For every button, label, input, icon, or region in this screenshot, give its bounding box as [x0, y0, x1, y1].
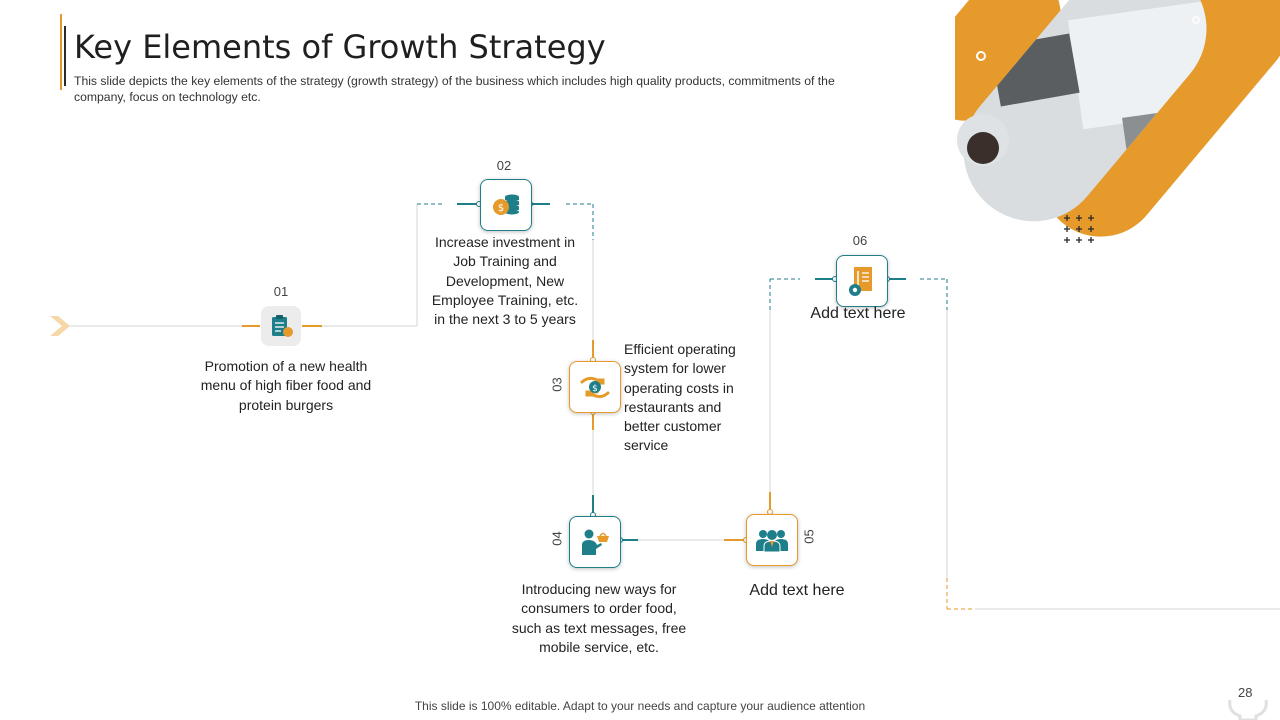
plus-pattern-decoration [1063, 214, 1095, 244]
step-text-05: Add text here [749, 582, 845, 599]
person-basket-icon [582, 529, 609, 555]
document-gear-icon [849, 267, 872, 296]
svg-text:$: $ [592, 384, 598, 394]
step-number-02: 02 [496, 158, 512, 173]
step-icon-box-03[interactable]: $ [569, 361, 621, 413]
step-text-02: Increase investment in Job Training and … [431, 234, 579, 328]
step-text-03: Efficient operating system for lower ope… [624, 341, 736, 454]
step-text-01: Promotion of a new health menu of high f… [200, 358, 372, 413]
step-number-06: 06 [852, 233, 868, 248]
svg-text:$: $ [498, 203, 504, 214]
step-text-04: Introducing new ways for consumers to or… [511, 581, 687, 655]
step-icon-box-01[interactable] [261, 306, 301, 346]
hands-logo-icon [1228, 699, 1268, 720]
step-number-04: 04 [549, 531, 565, 546]
step-icon-box-04[interactable] [569, 516, 621, 568]
step-text-06: Add text here [810, 305, 906, 322]
step-number-05: 05 [801, 529, 817, 544]
clipboard-icon [272, 315, 293, 337]
hand-money-icon: $ [580, 376, 610, 399]
step-number-03: 03 [549, 377, 565, 392]
title-accent-bar [60, 14, 62, 90]
coins-icon: $ [493, 194, 519, 215]
step-number-01: 01 [273, 284, 289, 299]
page-title: Key Elements of Growth Strategy [74, 28, 606, 66]
footer-note: This slide is 100% editable. Adapt to yo… [414, 699, 866, 713]
step-icon-box-02[interactable]: $ [480, 179, 532, 231]
step-icon-box-05[interactable] [746, 514, 798, 566]
laptop-photo-decoration [955, 0, 1280, 250]
title-accent-bar-dark [64, 26, 66, 86]
page-number: 28 [1238, 685, 1253, 700]
step-icon-box-06[interactable] [836, 255, 888, 307]
page-subtitle: This slide depicts the key elements of t… [74, 74, 835, 104]
start-chevron [50, 316, 70, 336]
team-icon [756, 530, 788, 553]
